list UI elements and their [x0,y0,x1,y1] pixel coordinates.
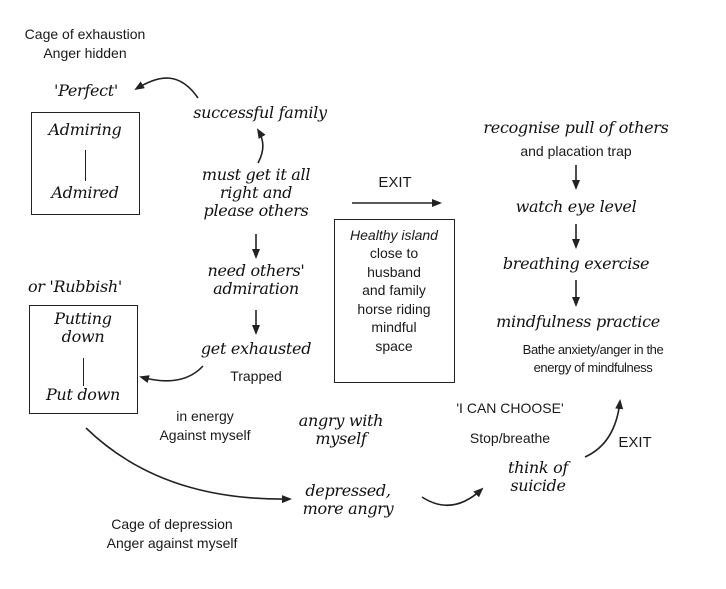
cage-exhaustion-line2: Anger hidden [43,45,127,62]
successful-family: successful family [193,103,327,122]
admired-label: Admired [51,183,119,202]
stop-breathe-label: Stop/breathe [469,430,551,446]
healthy-line: and family [362,282,426,299]
must-line2: right and [219,182,293,202]
need-line2: admiration [213,279,299,299]
perfect-label: 'Perfect' [53,81,119,100]
exit-top-label: EXIT [378,174,412,191]
bathe-line2: energy of mindfulness [533,359,653,375]
watch-eye-level: watch eye level [515,197,637,216]
healthy-line: mindful [371,319,417,336]
must-get-it-all-right: must get it all right and please others [186,166,326,220]
divider-line [83,358,84,386]
cage-of-depression-label: Cage of depression Anger against myself [92,516,252,551]
healthy-island-box: Healthy island close to husband and fami… [334,219,455,383]
must-line3: please others [203,200,309,220]
cage-depression-line2: Anger against myself [106,535,238,552]
arrow-to-think-suicide [421,487,484,506]
bathe-anxiety-label: Bathe anxiety/anger in the energy of min… [508,342,678,376]
i-can-choose-label: 'I CAN CHOOSE' [456,400,564,416]
depressed-more-angry: depressed, more angry [290,481,406,519]
cage-exhaustion-line1: Cage of exhaustion [24,26,146,42]
put-down-label: Put down [45,385,121,404]
depressed-line2: more angry [302,499,394,519]
suicide-line2: suicide [510,475,566,495]
healthy-line: space [375,337,413,354]
angry-line2: myself [315,429,367,449]
think-of-suicide: think of suicide [496,459,580,494]
trapped-label: Trapped [230,368,282,384]
placation-trap-label: and placation trap [520,143,632,159]
healthy-island-title: Healthy island [350,227,438,243]
divider-line [85,150,86,181]
healthy-line: close to [369,245,419,262]
in-energy-against-myself: in energy Against myself [140,408,270,443]
putting-line2: down [61,326,105,346]
healthy-line: husband [367,263,421,280]
arrow-exit-bottom [584,399,624,458]
in-energy-line2: Against myself [159,427,251,444]
putting-line1: Putting [54,309,112,328]
in-energy-line1: in energy [176,408,234,424]
arrow-to-rubbish-box [139,365,204,383]
recognise-pull-of-others: recognise pull of others [483,118,669,137]
perfect-box: Admiring Admired [31,112,140,215]
putting-down-label: Putting down [30,310,136,345]
arrow-to-perfect [134,77,199,99]
must-line1: must get it all [201,165,311,184]
angry-line1: angry with [298,411,384,430]
arrow-to-successful-family [256,128,266,164]
rubbish-label: or 'Rubbish' [27,277,123,296]
need-others-admiration: need others' admiration [196,261,316,299]
depressed-line1: depressed, [305,481,391,500]
bathe-line1: Bathe anxiety/anger in the [522,342,664,357]
exit-bottom-label: EXIT [618,434,652,451]
arrow-to-depressed [85,427,292,504]
admiring-label: Admiring [48,120,122,139]
suicide-line1: think of [507,458,569,477]
mindfulness-practice: mindfulness practice [496,312,660,331]
healthy-line: horse riding [357,300,431,317]
cage-depression-line1: Cage of depression [111,516,233,532]
rubbish-box: Putting down Put down [29,305,138,414]
cage-of-exhaustion-label: Cage of exhaustion Anger hidden [14,26,156,61]
get-exhausted: get exhausted [200,339,312,358]
breathing-exercise: breathing exercise [502,254,650,273]
healthy-island-content: Healthy island close to husband and fami… [335,226,453,355]
angry-with-myself: angry with myself [288,411,394,449]
need-line1: need others' [207,261,305,280]
